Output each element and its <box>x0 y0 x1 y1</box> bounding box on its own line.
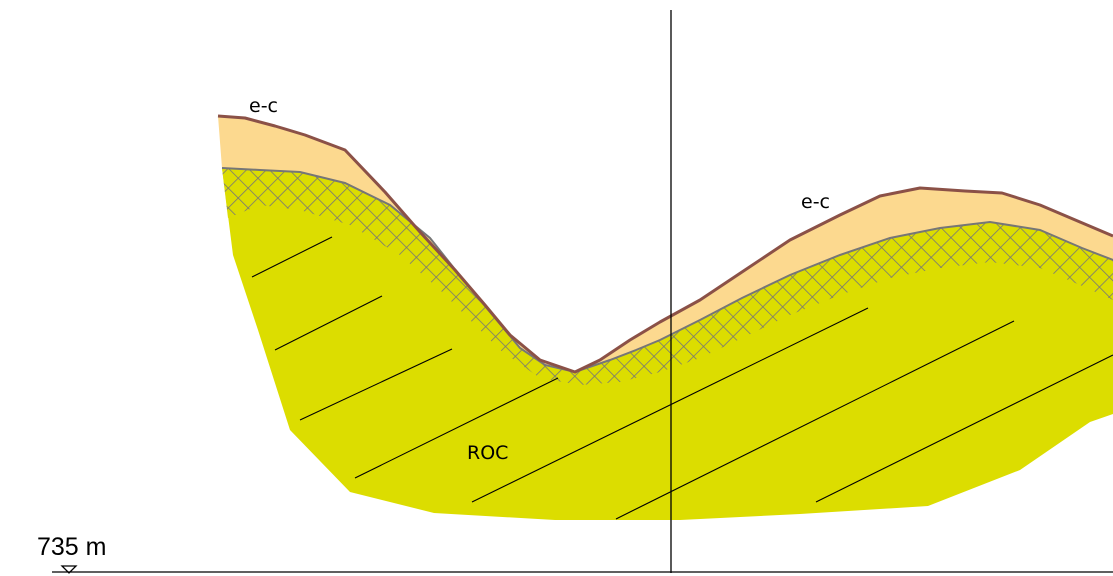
weathered-base-line <box>221 167 1113 374</box>
label-cover-left: e-c <box>249 95 278 117</box>
bedding-lines <box>251 236 1113 520</box>
label-rock: ROC <box>467 442 508 464</box>
cover-layer-right <box>575 188 1113 372</box>
ground-surface-line <box>217 114 1113 374</box>
label-cover-right: e-c <box>801 191 830 213</box>
weathered-hatch-b <box>222 168 1113 385</box>
cover-layer-left <box>218 116 575 372</box>
water-level-triangle-icon <box>60 565 78 574</box>
label-elevation: 735 m <box>37 533 106 561</box>
